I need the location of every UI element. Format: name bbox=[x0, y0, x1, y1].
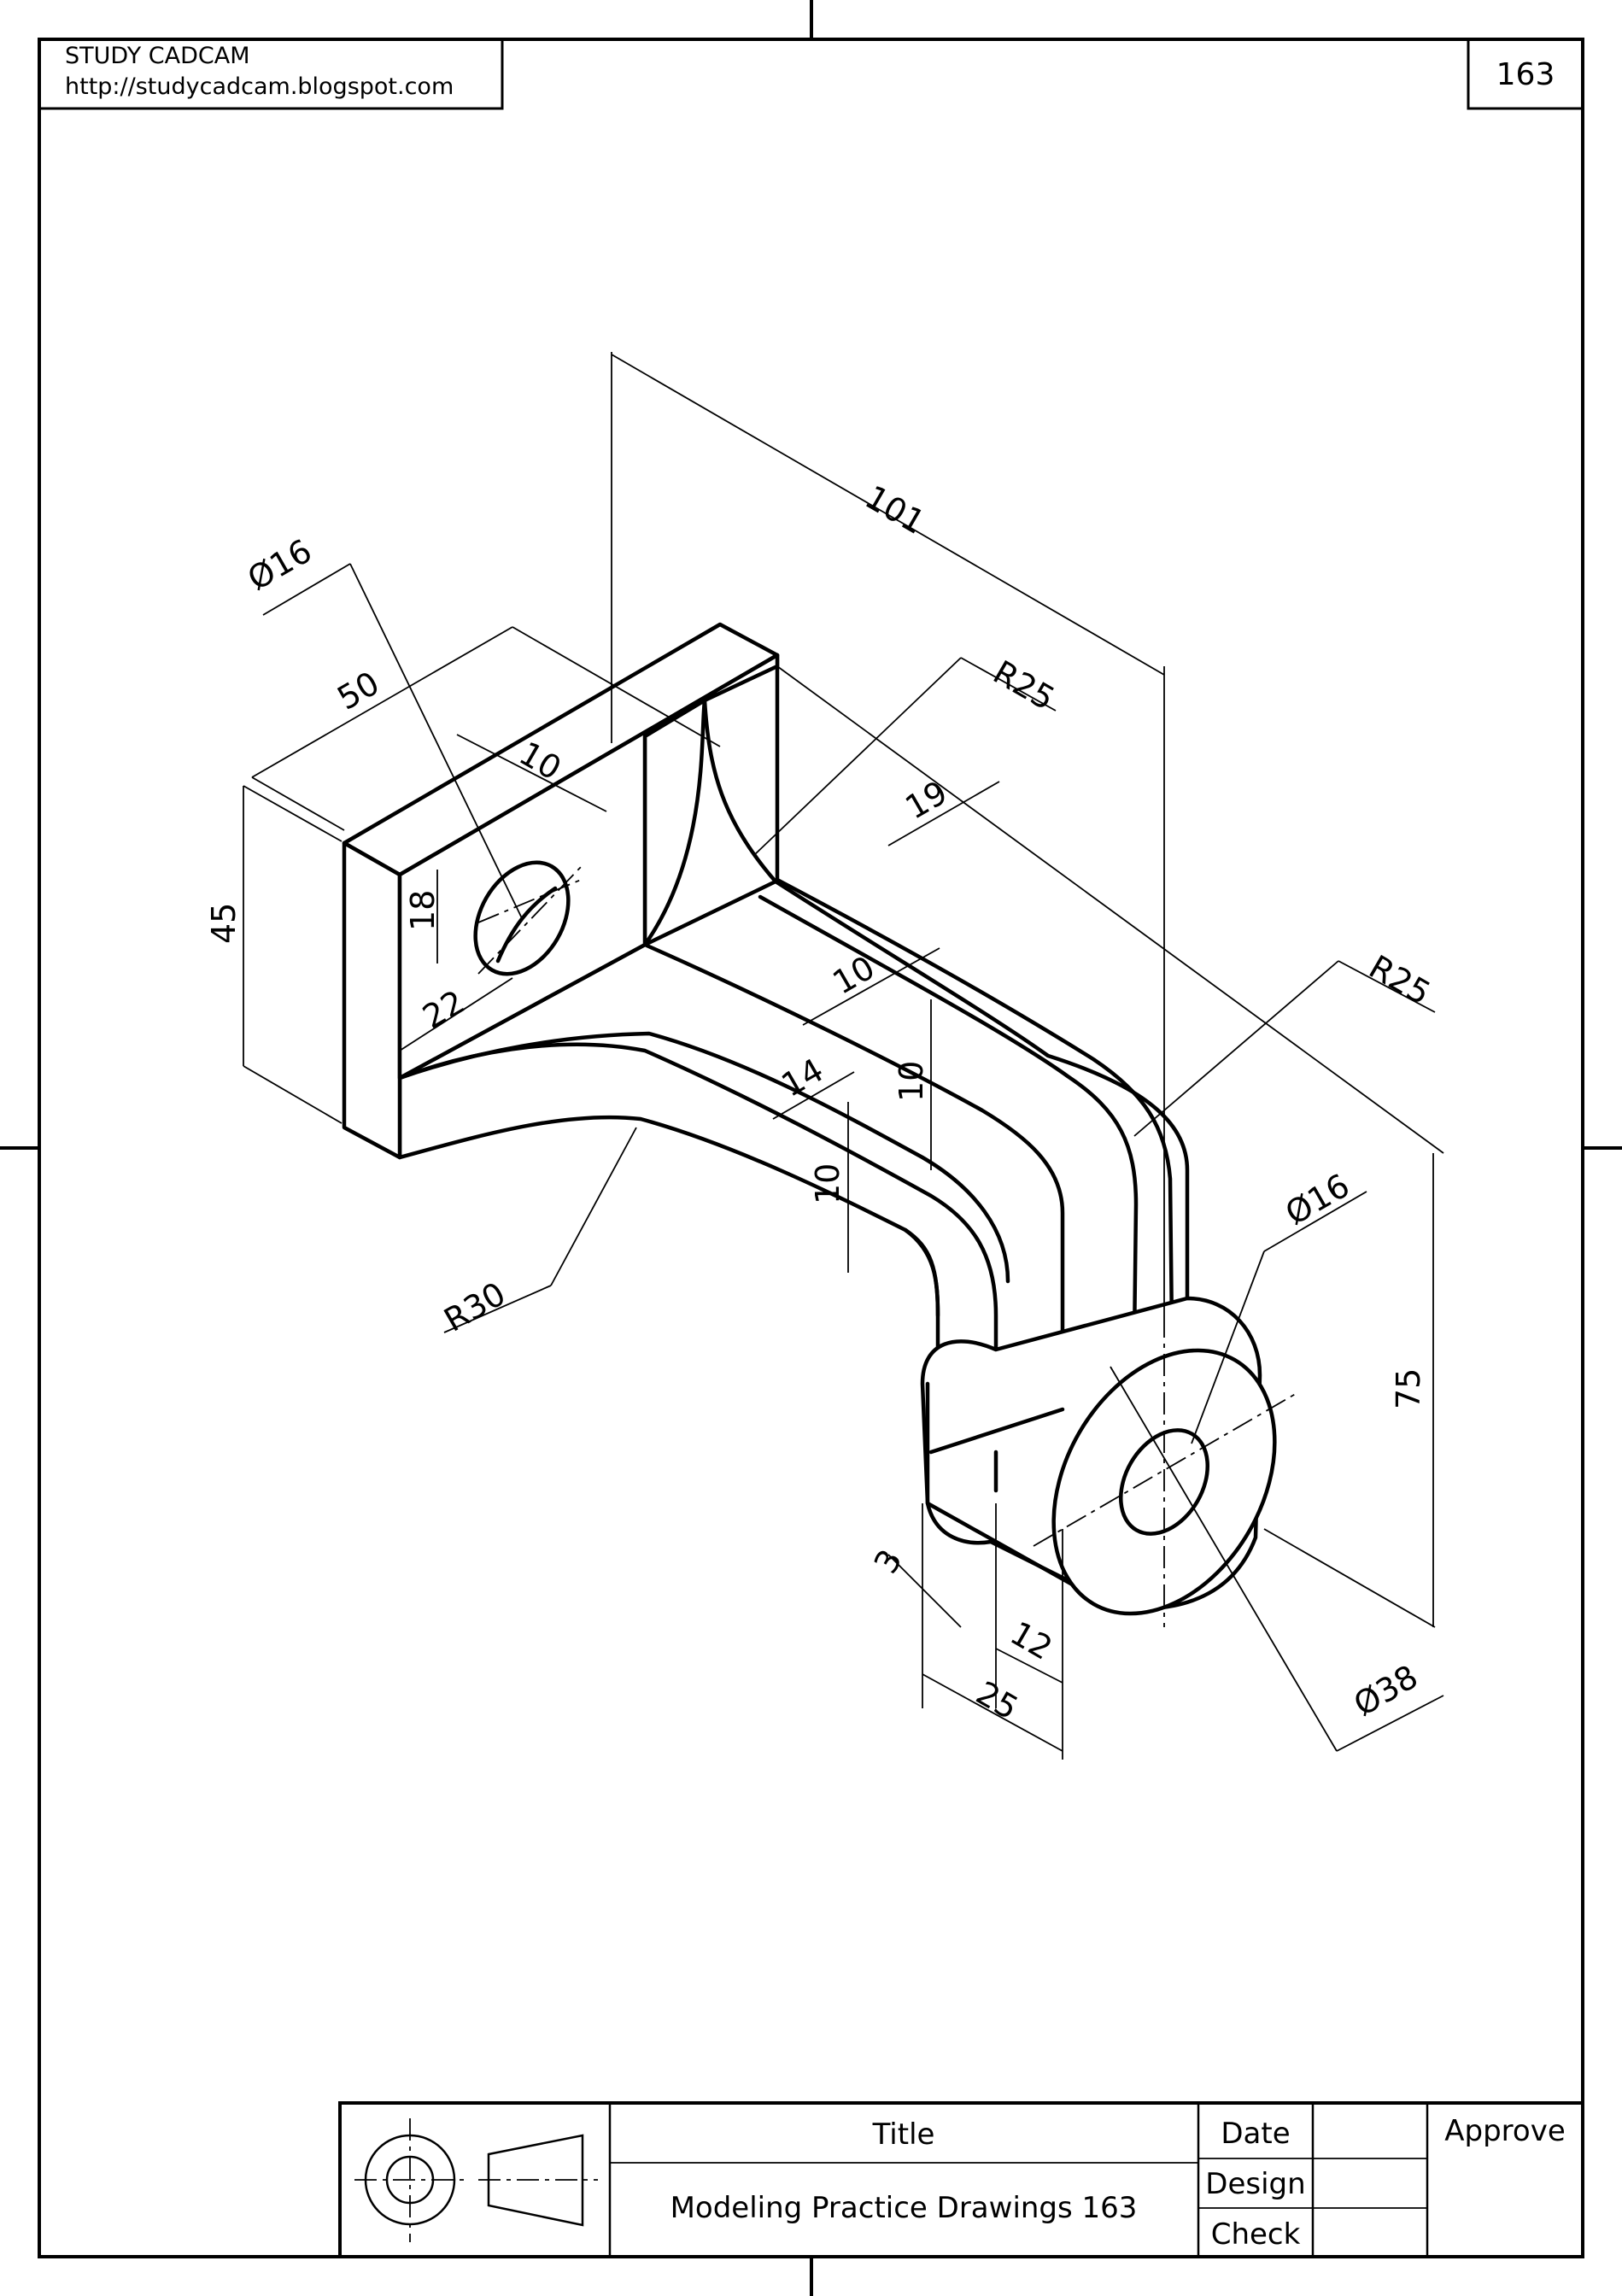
part-drawing bbox=[342, 622, 1299, 1627]
dim-45: 45 bbox=[205, 903, 243, 944]
dim-19: 19 bbox=[899, 774, 954, 827]
dim-10-vertical-a: 10 bbox=[893, 1061, 930, 1102]
dimension-lines bbox=[243, 352, 1444, 1760]
dim-18: 18 bbox=[404, 890, 442, 931]
dim-dia-16-plate: Ø16 bbox=[242, 532, 319, 598]
dim-10-vertical-b: 10 bbox=[809, 1163, 846, 1204]
dim-75: 75 bbox=[1390, 1368, 1427, 1409]
title-block: Title Modeling Practice Drawings 163 Dat… bbox=[338, 2101, 1584, 2258]
design-label: Design bbox=[1205, 2167, 1305, 2201]
dim-101: 101 bbox=[859, 478, 932, 542]
sheet-number: 163 bbox=[1496, 57, 1555, 92]
sheet-number-box: 163 bbox=[1467, 38, 1584, 110]
header-box: STUDY CADCAM http://studycadcam.blogspot… bbox=[38, 38, 504, 110]
check-label: Check bbox=[1211, 2217, 1301, 2252]
dim-r25-right: R25 bbox=[1363, 948, 1438, 1012]
dim-dia-38: Ø38 bbox=[1348, 1658, 1425, 1724]
company-url: http://studycadcam.blogspot.com bbox=[65, 73, 454, 100]
date-label: Date bbox=[1221, 2117, 1290, 2151]
title-value: Modeling Practice Drawings 163 bbox=[670, 2191, 1138, 2225]
company-name: STUDY CADCAM bbox=[65, 43, 250, 69]
title-label: Title bbox=[872, 2117, 935, 2152]
dim-dia-16-boss: Ø16 bbox=[1279, 1167, 1356, 1233]
projection-symbol-icon bbox=[354, 2118, 598, 2242]
dim-14: 14 bbox=[776, 1051, 830, 1104]
dim-r30: R30 bbox=[438, 1274, 512, 1338]
dim-3: 3 bbox=[867, 1543, 910, 1580]
dim-12: 12 bbox=[1004, 1614, 1059, 1667]
dim-25: 25 bbox=[970, 1674, 1025, 1727]
dim-50: 50 bbox=[331, 665, 386, 718]
approve-label: Approve bbox=[1444, 2114, 1566, 2148]
